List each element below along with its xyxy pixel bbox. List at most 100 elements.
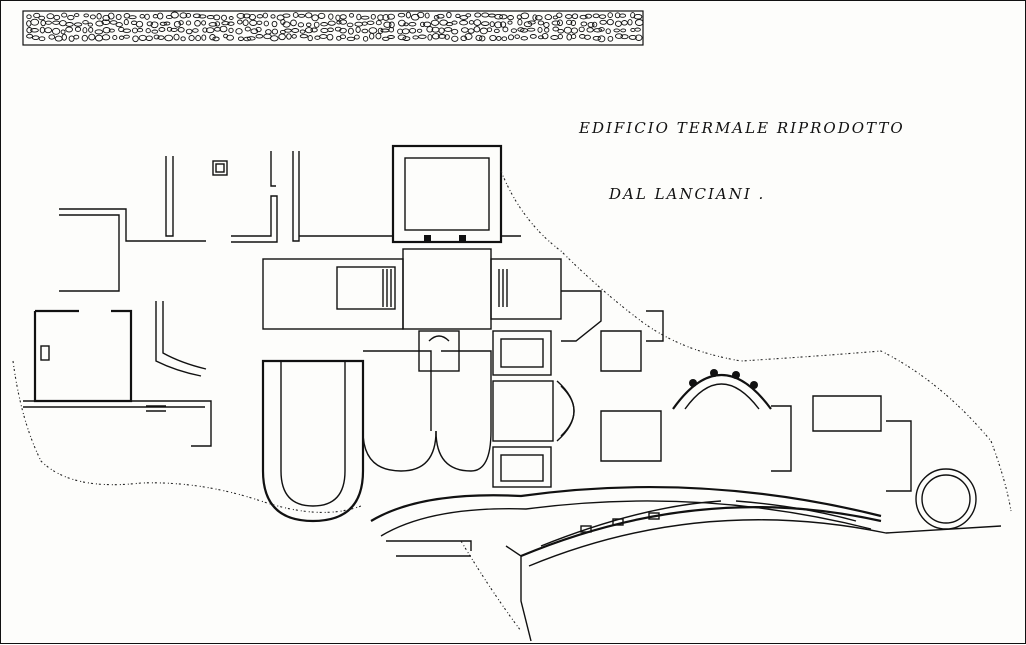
stone-mark [607,12,613,18]
stone-mark [335,14,341,21]
stone-mark [500,21,507,28]
stone-mark [586,27,594,33]
stone-mark [405,11,411,19]
stone-mark [112,34,118,41]
stone-mark [158,27,166,32]
stone-mark [551,20,561,26]
stone-mark [178,20,184,26]
stone-mark [387,13,395,20]
stone-mark [607,35,614,42]
top-square-room [391,144,503,244]
stone-mark [173,33,180,41]
stone-mark [327,27,334,33]
stone-mark [486,27,493,33]
stone-mark [566,33,572,41]
stone-mark [202,27,208,33]
stone-mark [431,33,440,40]
stone-mark [397,34,407,41]
stone-mark [263,20,269,27]
stone-mark [128,15,137,20]
stone-mark [480,21,490,26]
stone-mark [360,15,370,20]
stone-mark [290,19,297,27]
stone-mark [444,34,450,40]
stone-mark [544,27,550,33]
stone-mark [619,13,627,18]
stone-mark [614,33,624,39]
stone-mark [347,27,354,35]
stone-mark [73,22,83,27]
stone-mark [356,13,362,21]
stone-mark [244,26,251,32]
stone-mark [236,12,246,19]
stone-mark [170,11,179,19]
stone-mark [255,26,262,33]
stone-mark [166,26,173,32]
stone-mark [475,34,483,41]
stone-mark [534,15,543,21]
building-walls [23,151,977,530]
stone-mark [455,13,461,19]
stone-mark [598,14,607,19]
stone-mark [118,35,125,40]
stone-mark [460,35,468,42]
stone-mark [541,32,549,40]
stone-mark [170,27,178,32]
stone-mark [571,13,579,20]
stone-mark [227,21,235,26]
stone-mark [284,28,292,33]
stone-mark [45,20,52,25]
stone-mark [179,12,188,19]
stone-mark [566,19,573,26]
stone-mark [228,27,234,34]
stone-mark [620,34,629,40]
stone-mark [401,28,410,35]
stone-mark [282,21,291,28]
stone-mark [256,14,264,19]
stone-mark [320,22,328,27]
stone-mark [412,35,419,40]
stone-mark [339,27,347,34]
stone-mark [565,14,573,19]
stone-mark [510,28,518,33]
stone-mark [68,35,75,42]
stone-mark [30,28,39,33]
stone-mark [377,27,384,34]
stone-mark [208,22,218,27]
stone-mark [249,19,258,26]
stone-mark [409,27,417,34]
stone-mark [101,34,111,41]
stone-mark [494,13,503,20]
stone-mark [507,34,515,41]
stone-mark [67,14,75,21]
stone-mark [150,21,159,29]
stone-mark [255,34,264,39]
stone-mark [544,14,553,21]
stone-mark [420,21,426,28]
stone-mark [61,33,67,41]
stone-mark [311,14,319,22]
stone-mark [438,27,445,34]
stone-mark [417,11,425,19]
stone-mark [348,13,355,18]
stone-mark [33,12,41,19]
stone-mark [443,27,453,32]
stone-mark [464,33,473,40]
stone-mark [550,35,559,40]
stone-mark [278,33,286,41]
stone-mark [368,27,378,34]
stone-mark [517,18,523,26]
stone-mark [271,20,278,28]
stone-mark [157,35,165,40]
stone-mark [537,26,543,33]
stone-mark [177,27,185,33]
stone-mark [26,14,32,20]
stone-mark [115,13,122,21]
stone-mark [514,34,520,39]
stone-mark [388,26,395,33]
stone-mark [408,21,417,27]
stone-mark [96,13,102,20]
stone-mark [313,21,320,28]
stone-mark [145,28,151,34]
stone-mark [520,12,530,20]
